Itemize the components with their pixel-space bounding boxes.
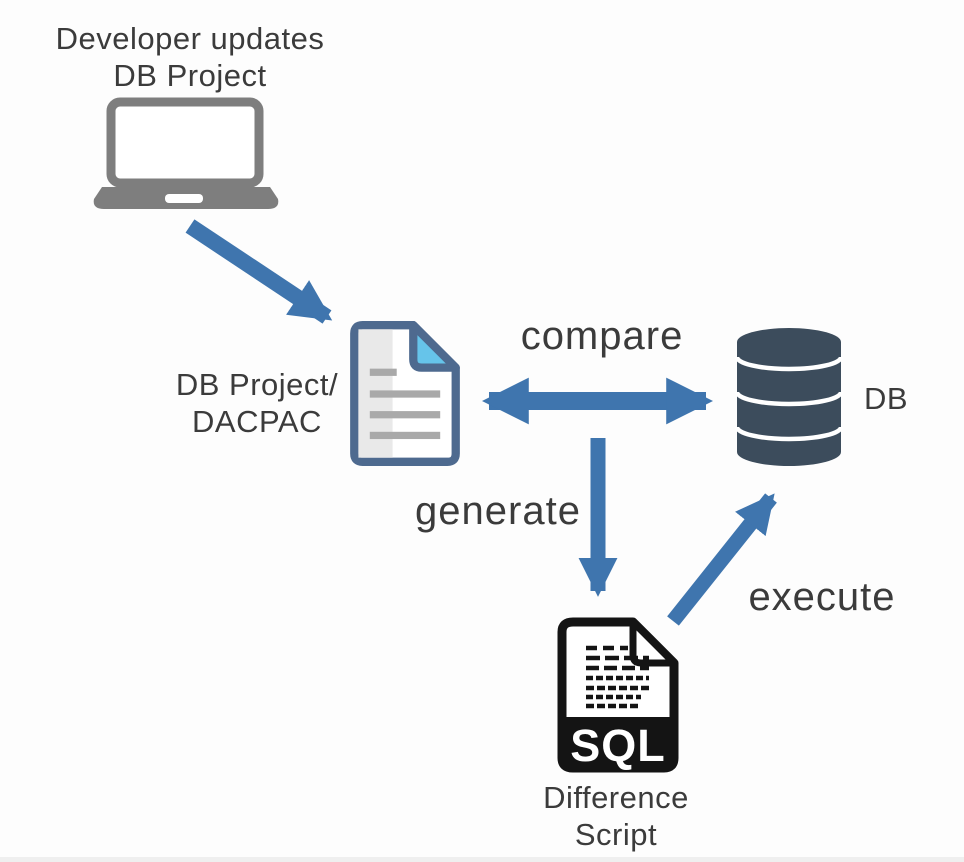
execute-label: execute (748, 575, 896, 619)
dacpac-label-line2: DACPAC (192, 404, 322, 439)
generate-label: generate (415, 489, 581, 533)
sql-badge: SQL (570, 720, 666, 771)
execute-arrow (667, 493, 777, 626)
database-icon (734, 328, 844, 466)
difference-script-label-line2: Script (574, 817, 658, 852)
sql-file-icon: SQL (557, 617, 679, 773)
compare-label: compare (520, 314, 684, 358)
developer-label: Developer updates DB Project (25, 20, 355, 94)
dacpac-label-line1: DB Project/ (175, 367, 339, 402)
document-icon (350, 321, 460, 466)
developer-label-line1: Developer updates (55, 21, 325, 56)
difference-script-label-line1: Difference (543, 780, 689, 815)
developer-label-line2: DB Project (113, 58, 267, 93)
difference-script-label: Difference Script (516, 779, 716, 853)
db-label: DB (863, 381, 909, 416)
bottom-edge-strip (0, 857, 964, 862)
laptop-icon (93, 97, 279, 209)
update-arrow (185, 219, 333, 324)
dacpac-label: DB Project/ DACPAC (157, 366, 357, 440)
